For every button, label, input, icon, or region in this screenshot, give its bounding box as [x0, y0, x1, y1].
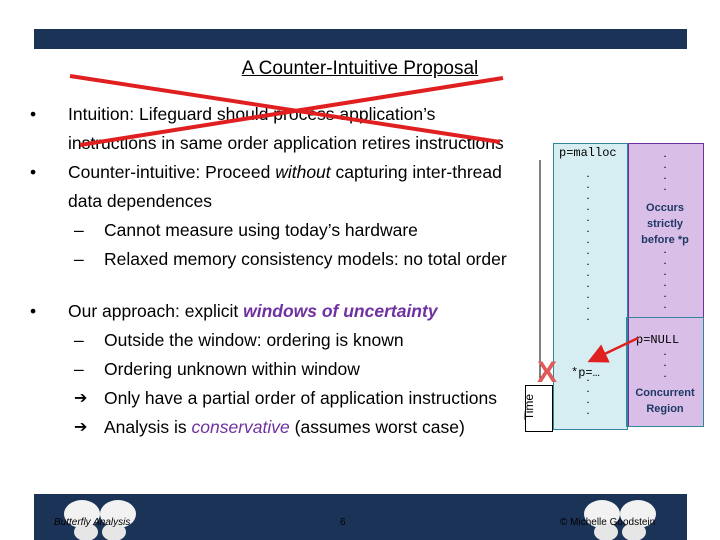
dots-right: ....	[663, 146, 667, 193]
dots-right-low: ...	[663, 344, 667, 380]
windows-of-uncertainty: windows of uncertainty	[243, 301, 438, 321]
arrow-bullet-conservative: ➔ Analysis is conservative (assumes wors…	[30, 413, 550, 442]
arrow-bullet-partial-order: ➔ Only have a partial order of applicati…	[30, 384, 550, 413]
bullet-text: Counter-intuitive: Proceed	[68, 162, 276, 182]
sub-text: Ordering unknown within window	[104, 359, 360, 379]
conflict-x-icon: X	[537, 356, 558, 389]
time-arrow-icon	[539, 160, 541, 380]
sub-bullet-hardware: – Cannot measure using today’s hardware	[30, 216, 550, 245]
butterfly-icon	[64, 500, 136, 540]
footer-bar	[34, 494, 687, 540]
emphasis-without: without	[275, 162, 331, 182]
dash: –	[74, 359, 84, 379]
butterfly-icon-right	[584, 500, 656, 540]
sub-text: (assumes worst case)	[289, 417, 465, 437]
arrow-icon: ➔	[74, 390, 88, 407]
sub-bullet-outside: – Outside the window: ordering is known	[30, 326, 550, 355]
footer-copyright: © Michelle Goodstein	[560, 517, 656, 528]
occurs-strictly-before-label: Occurs strictly before *p	[641, 202, 689, 246]
sub-text: Only have a partial order of application…	[104, 388, 497, 408]
bullet-text-cont: instructions in same order application r…	[68, 133, 504, 153]
dash: –	[74, 220, 84, 240]
sub-bullet-unknown: – Ordering unknown within window	[30, 355, 550, 384]
sub-text: Outside the window: ordering is known	[104, 330, 404, 350]
window-of-uncertainty-box	[626, 317, 704, 427]
dots-right-mid: ......	[663, 242, 667, 311]
malloc-label: p=malloc	[559, 146, 617, 160]
sub-text: Cannot measure using today’s hardware	[104, 220, 418, 240]
time-label: Time	[522, 393, 537, 421]
bullet-text: capturing inter-thread	[330, 162, 502, 182]
footer-left-text: Butterfly Analysis	[54, 517, 131, 528]
bullet-text: Our approach: explicit	[68, 301, 244, 321]
time-arrow-box: Time	[522, 385, 553, 432]
dots-left-lower: ....	[586, 370, 590, 417]
thread-column-left	[553, 143, 628, 430]
sub-bullet-consistency: – Relaxed memory consistency models: no …	[30, 245, 550, 274]
conflict-arrow-icon	[587, 336, 639, 363]
bullet-dot: •	[30, 301, 37, 321]
bullet-counter-intuitive: • Counter-intuitive: Proceed without cap…	[30, 158, 550, 187]
bullet-dot: •	[30, 104, 37, 124]
dash: –	[74, 249, 84, 269]
dash: –	[74, 330, 84, 350]
bullet-approach: • Our approach: explicit windows of unce…	[30, 297, 550, 326]
sub-text: Relaxed memory consistency models: no to…	[104, 249, 507, 269]
conservative-word: conservative	[191, 417, 290, 437]
null-label: p=NULL	[636, 333, 680, 347]
concurrent-region-label: Concurrent Region	[635, 387, 695, 415]
page-number: 6	[340, 517, 346, 528]
sub-text: Analysis is	[104, 417, 192, 437]
top-banner	[34, 29, 687, 49]
bullet-dot: •	[30, 162, 37, 182]
slide-title: A Counter-Intuitive Proposal	[241, 58, 479, 79]
arrow-icon: ➔	[74, 419, 88, 436]
dots-left: ..............	[586, 166, 590, 323]
bullet-text-cont: data dependences	[68, 191, 213, 211]
deref-label: *p=…	[571, 366, 600, 380]
